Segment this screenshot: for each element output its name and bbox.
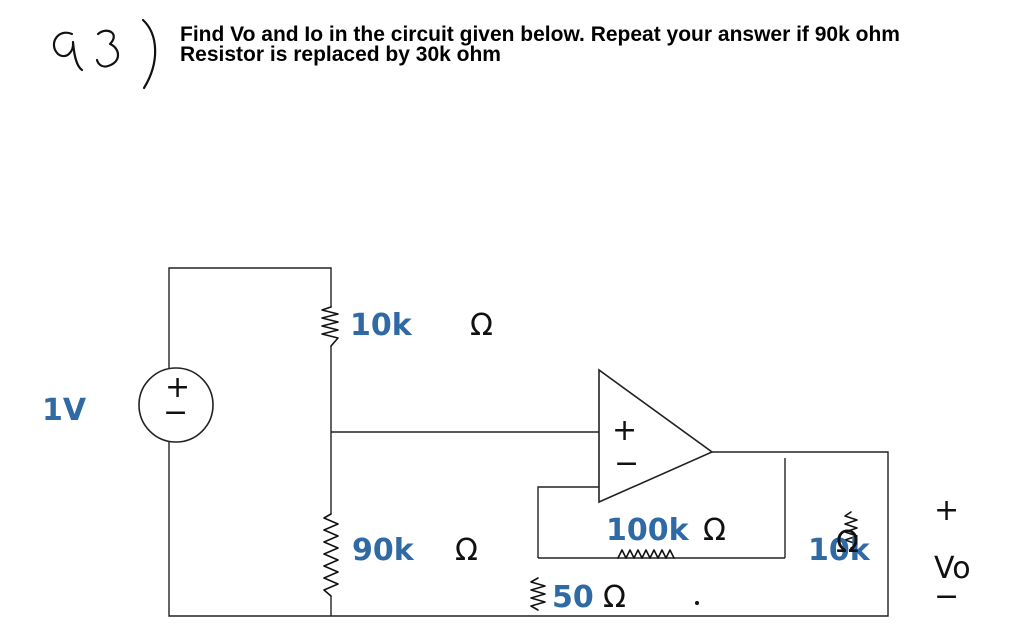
output-label: Vo xyxy=(934,551,971,586)
prompt-line-2: Resistor is replaced by 30k ohm xyxy=(180,43,501,66)
resistor-load-symbol xyxy=(844,511,858,549)
voltage-source-label: 1V xyxy=(42,393,87,428)
output-plus: + xyxy=(934,493,959,528)
ground-dot xyxy=(695,601,699,605)
output-minus: − xyxy=(934,579,959,614)
resistor-feedback-unit: Ω xyxy=(703,513,726,548)
resistor-ground-unit: Ω xyxy=(603,580,626,615)
voltage-source-minus: − xyxy=(163,395,188,430)
resistor-feedback-value: 100k xyxy=(606,513,690,548)
resistor-feedback-symbol xyxy=(617,549,675,559)
circuit-wires xyxy=(168,267,889,617)
resistor-top-value: 10k xyxy=(350,308,413,343)
resistor-top-unit: Ω xyxy=(470,308,493,343)
resistor-bottom-value: 90k xyxy=(352,533,415,568)
resistor-bottom-unit: Ω xyxy=(455,533,478,568)
prompt-line-1: Find Vo and Io in the circuit given belo… xyxy=(180,23,900,46)
op-amp-minus: − xyxy=(614,446,639,481)
voltage-source: + − xyxy=(138,367,214,443)
op-amp-triangle xyxy=(598,368,714,504)
voltage-source-circle xyxy=(138,367,214,443)
resistor-load-unit: Ω xyxy=(836,525,859,560)
question-number xyxy=(52,18,157,90)
resistor-ground-symbol xyxy=(530,577,546,611)
voltage-source-plus: + xyxy=(165,370,190,405)
resistor-bottom-symbol xyxy=(323,513,339,597)
op-amp-plus: + xyxy=(612,413,637,448)
resistor-top-symbol xyxy=(321,306,339,347)
question-prompt: Find Vo and Io in the circuit given belo… xyxy=(180,23,1010,66)
resistor-load-value: 10k xyxy=(808,533,871,568)
resistor-ground-value: 50 xyxy=(552,580,594,615)
op-amp: + − xyxy=(598,368,714,504)
